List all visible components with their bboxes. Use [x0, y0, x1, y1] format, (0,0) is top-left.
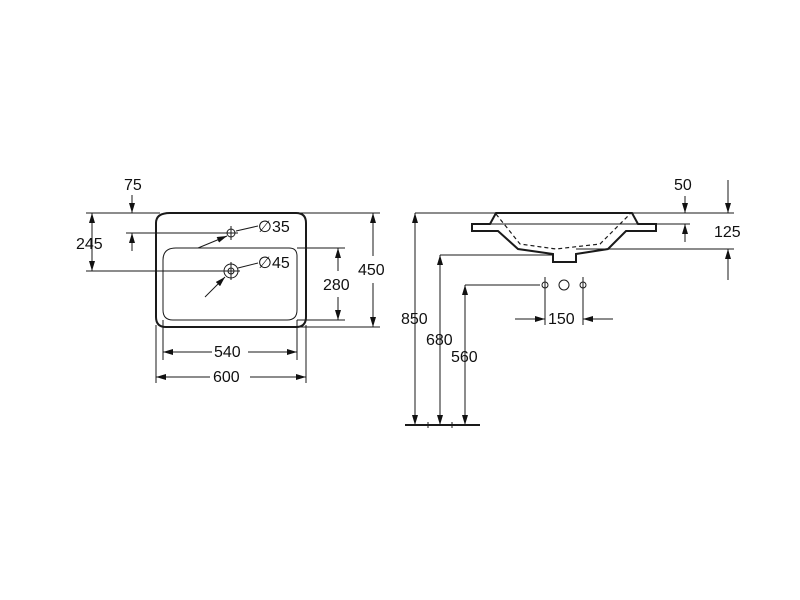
- dim-35-label: ∅35: [258, 219, 290, 236]
- top-view: 75 245 ∅35 ∅45 280 450 540 600: [76, 177, 385, 386]
- dim-50-label: 50: [674, 177, 692, 194]
- dim-280-label: 280: [323, 277, 350, 294]
- dim-75-label: 75: [124, 177, 142, 194]
- dim-245-label: 245: [76, 236, 103, 253]
- dim-150-label: 150: [548, 311, 575, 328]
- dim-560-label: 560: [451, 349, 478, 366]
- dim-680-label: 680: [426, 332, 453, 349]
- dim-540-label: 540: [214, 344, 241, 361]
- dim-125-label: 125: [714, 224, 741, 241]
- side-view: 50 125 850 680 560 150: [401, 177, 741, 428]
- fixing-center: [558, 279, 570, 291]
- dim-850-label: 850: [401, 311, 428, 328]
- basin-inner-outline: [162, 247, 298, 321]
- dim-600-label: 600: [213, 369, 240, 386]
- dim-45-label: ∅45: [258, 255, 290, 272]
- dim-450-label: 450: [358, 262, 385, 279]
- basin-outer-outline: [155, 212, 307, 328]
